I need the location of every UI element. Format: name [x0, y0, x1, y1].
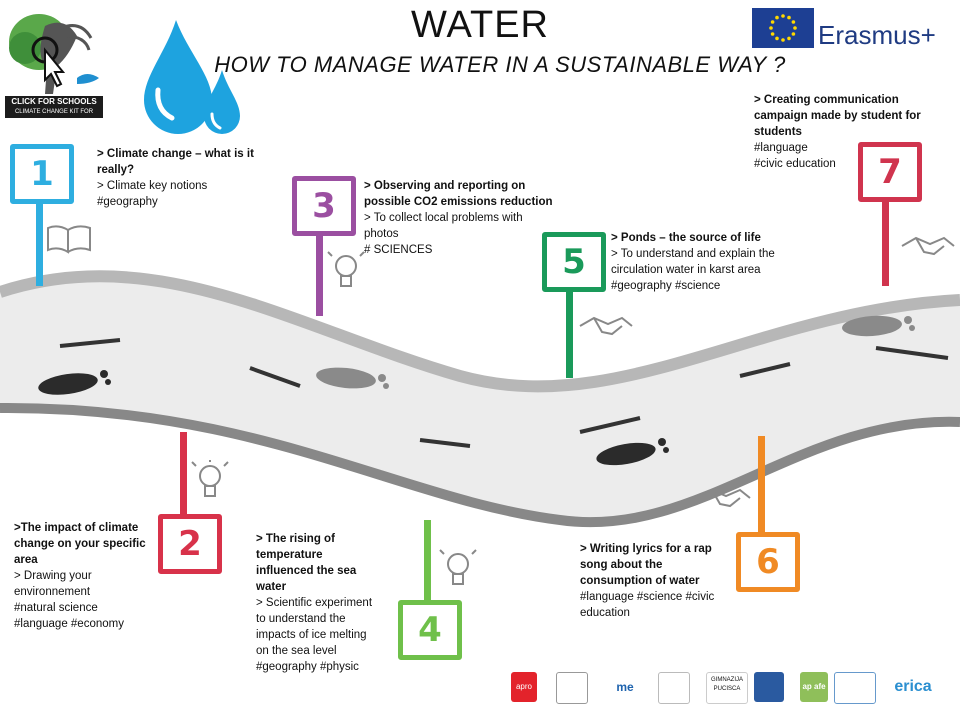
signpost-5-pole: [566, 288, 573, 378]
partner-logo-gimnazija: GIMNAZIJA PUCISCA: [706, 672, 748, 704]
partner-logo-apro: apro: [511, 672, 537, 702]
step-6-text: > Writing lyrics for a rap song about th…: [580, 541, 730, 621]
step-6-heading: > Writing lyrics for a rap song about th…: [580, 543, 712, 587]
step-4-detail: > Scientific experiment to understand th…: [256, 597, 373, 657]
step-2-tags-2: #language #economy: [14, 618, 124, 630]
step-4-tags: #geography #physic: [256, 661, 359, 673]
signpost-1: 1: [10, 144, 74, 204]
eu-flag-icon: [752, 8, 814, 48]
step-1-text: > Climate change – what is it really? > …: [97, 146, 267, 210]
step-5-tags: #geography #science: [611, 280, 721, 292]
signpost-7: 7: [858, 142, 922, 202]
signpost-1-pole: [36, 200, 43, 286]
step-7-text: > Creating communication campaign made b…: [754, 92, 930, 172]
signpost-3-pole: [316, 230, 323, 316]
step-5-text: > Ponds – the source of life > To unders…: [611, 230, 799, 294]
step-2-tags: #natural science: [14, 602, 98, 614]
signpost-6-pole: [758, 436, 765, 536]
step-5-detail: > To understand and explain the circulat…: [611, 248, 775, 276]
handshake-icon: [901, 236, 955, 256]
erasmus-plus-logo: Erasmus+: [818, 20, 936, 50]
handshake-icon: [579, 316, 633, 336]
tree-cursor-icon: [9, 14, 99, 95]
lightbulb-icon: [327, 251, 365, 287]
page-subtitle: HOW TO MANAGE WATER IN A SUSTAINABLE WAY…: [214, 52, 786, 77]
signpost-2: 2: [158, 514, 222, 574]
step-2-heading: >The impact of climate change on your sp…: [14, 522, 146, 566]
lightbulb-icon: [191, 460, 229, 497]
step-1-detail: > Climate key notions: [97, 180, 208, 192]
step-2-text: >The impact of climate change on your sp…: [14, 520, 152, 632]
school-logo-label: CLICK FOR SCHOOLS CLIMATE CHANGE KIT FOR…: [5, 96, 103, 126]
step-7-heading: > Creating communication campaign made b…: [754, 94, 921, 138]
partner-logo-me: me: [616, 680, 634, 694]
step-1-tags: #geography: [97, 196, 158, 208]
book-icon: [47, 225, 91, 254]
partner-logo-erica: erica: [894, 678, 932, 695]
signpost-4-pole: [424, 520, 431, 606]
step-6-tags: #language #science #civic education: [580, 591, 715, 619]
partner-logo-ap-afe: ap afe: [800, 672, 828, 702]
handshake-icon: [697, 488, 751, 508]
footprint-icon: [316, 367, 389, 389]
school-logo-tagline: CLIMATE CHANGE KIT FOR SCHOOLS: [14, 109, 94, 126]
school-logo-text: CLICK FOR SCHOOLS: [11, 97, 97, 106]
step-3-text: > Observing and reporting on possible CO…: [364, 178, 554, 258]
step-3-detail: > To collect local problems with photos: [364, 212, 523, 240]
water-drops-icon: [144, 20, 240, 134]
step-2-detail: > Drawing your environnement: [14, 570, 92, 598]
step-5-heading: > Ponds – the source of life: [611, 232, 761, 244]
step-3-heading: > Observing and reporting on possible CO…: [364, 180, 553, 208]
footprint-icon: [38, 370, 111, 395]
click-for-schools-logo: CLICK FOR SCHOOLS CLIMATE CHANGE KIT FOR…: [5, 6, 103, 126]
step-7-tags: #language: [754, 142, 808, 154]
signpost-7-pole: [882, 200, 889, 286]
partner-logo-2: [556, 672, 588, 704]
step-1-heading: > Climate change – what is it really?: [97, 148, 254, 176]
signpost-5: 5: [542, 232, 606, 292]
step-4-text: > The rising of temperature influenced t…: [256, 531, 382, 675]
signpost-2-pole: [180, 432, 187, 518]
lightbulb-icon: [439, 549, 477, 585]
signpost-3: 3: [292, 176, 356, 236]
step-3-tags: # SCIENCES: [364, 244, 433, 256]
partner-logo-8: [834, 672, 876, 704]
partner-logo-6: [754, 672, 784, 702]
footprint-icon: [596, 438, 669, 466]
step-7-tags-2: #civic education: [754, 158, 836, 170]
page-title: WATER: [411, 4, 549, 46]
step-4-heading: > The rising of temperature influenced t…: [256, 533, 357, 593]
footprint-icon: [842, 315, 915, 337]
signpost-6: 6: [736, 532, 800, 592]
signpost-4: 4: [398, 600, 462, 660]
partner-logo-4: [658, 672, 690, 704]
